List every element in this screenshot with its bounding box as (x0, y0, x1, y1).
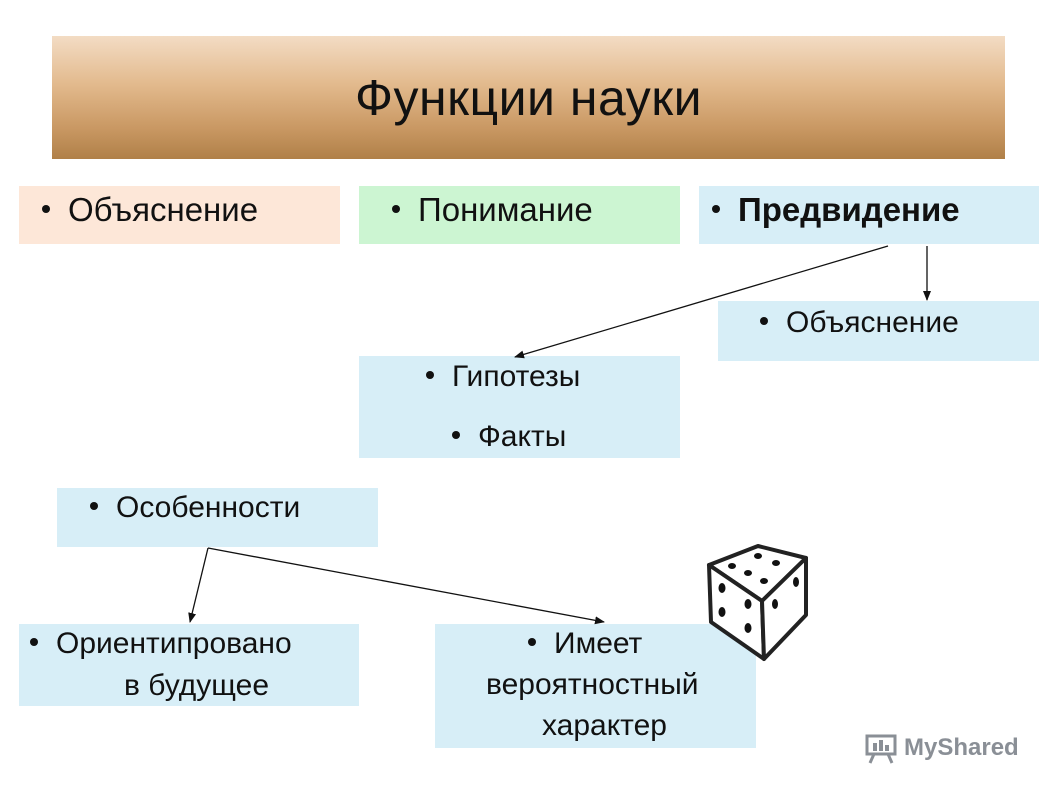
arrow-features-to-future (190, 548, 208, 622)
presentation-icon (864, 731, 898, 765)
arrow-features-to-probabilistic (208, 548, 604, 622)
arrow-prediction-to-hypotheses (515, 246, 888, 357)
watermark: MyShared (864, 730, 1019, 766)
dice-icon (709, 546, 806, 659)
watermark-text: MyShared (904, 734, 1019, 762)
